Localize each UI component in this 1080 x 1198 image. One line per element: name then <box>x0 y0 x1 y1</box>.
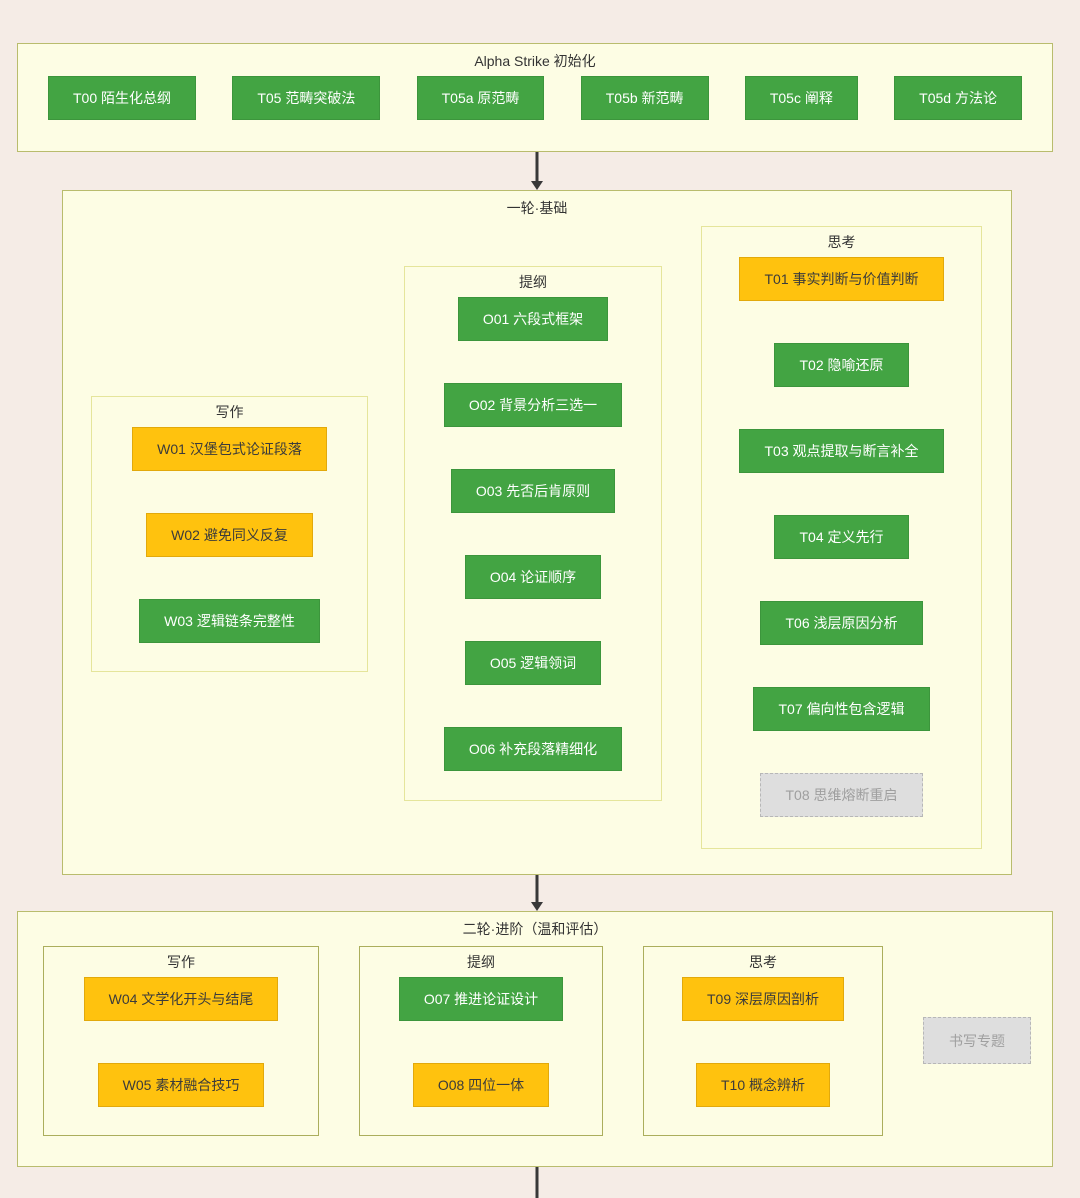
group-nodes: T01 事实判断与价值判断 T02 隐喻还原 T03 观点提取与断言补全 T04 定义… <box>739 257 944 817</box>
group-round2-writing: 写作 W04 文学化开头与结尾 W05 素材融合技巧 <box>43 946 319 1136</box>
node-o05: O05 逻辑领词 <box>464 641 602 685</box>
section-title: 一轮·基础 <box>506 200 568 216</box>
node-o02: O02 背景分析三选一 <box>443 383 623 427</box>
node-handwriting-topic: 书写专题 <box>923 1017 1031 1064</box>
node-w05: W05 素材融合技巧 <box>97 1063 265 1107</box>
group-nodes: W01 汉堡包式论证段落 W02 避免同义反复 W03 逻辑链条完整性 <box>132 427 327 643</box>
node-t05b: T05b 新范畴 <box>580 76 709 120</box>
section-round2-advanced: 二轮·进阶（温和评估） 写作 W04 文学化开头与结尾 W05 素材融合技巧 提纲… <box>17 911 1053 1167</box>
group-nodes: O01 六段式框架 O02 背景分析三选一 O03 先否后肯原则 O04 论证顺序 O0… <box>443 297 623 771</box>
section-title: Alpha Strike 初始化 <box>474 53 596 69</box>
group-round2-thinking: 思考 T09 深层原因剖析 T10 概念辨析 <box>643 946 883 1136</box>
node-o08: O08 四位一体 <box>412 1063 550 1107</box>
node-t09: T09 深层原因剖析 <box>681 977 844 1021</box>
node-t03: T03 观点提取与断言补全 <box>739 429 944 473</box>
group-round2-outline: 提纲 O07 推进论证设计 O08 四位一体 <box>359 946 603 1136</box>
node-t02: T02 隐喻还原 <box>774 343 909 387</box>
flow-edge-init-to-round1 <box>535 152 539 182</box>
section-title: 二轮·进阶（温和评估） <box>462 921 608 937</box>
group-round1-outline: 提纲 O01 六段式框架 O02 背景分析三选一 O03 先否后肯原则 O04 论证顺… <box>404 266 662 801</box>
node-t10: T10 概念辨析 <box>695 1063 830 1107</box>
group-title: 写作 <box>215 404 244 420</box>
group-nodes: T09 深层原因剖析 T10 概念辨析 <box>681 977 844 1107</box>
node-w03: W03 逻辑链条完整性 <box>139 599 320 643</box>
node-t01: T01 事实判断与价值判断 <box>739 257 944 301</box>
node-t08: T08 思维熔断重启 <box>760 773 923 817</box>
node-w04: W04 文学化开头与结尾 <box>83 977 279 1021</box>
group-title: 写作 <box>167 954 195 970</box>
node-o01: O01 六段式框架 <box>457 297 609 341</box>
node-t05c: T05c 阐释 <box>744 76 858 120</box>
node-o04: O04 论证顺序 <box>464 555 602 599</box>
group-title: 提纲 <box>467 954 495 970</box>
node-w01: W01 汉堡包式论证段落 <box>132 427 327 471</box>
group-round1-writing: 写作 W01 汉堡包式论证段落 W02 避免同义反复 W03 逻辑链条完整性 <box>91 396 368 672</box>
node-t05: T05 范畴突破法 <box>232 76 381 120</box>
group-title: 思考 <box>749 954 777 970</box>
section-round1-basics: 一轮·基础 写作 W01 汉堡包式论证段落 W02 避免同义反复 W03 逻辑链条完… <box>62 190 1012 875</box>
node-t05d: T05d 方法论 <box>894 76 1022 120</box>
node-t05a: T05a 原范畴 <box>416 76 545 120</box>
node-t00: T00 陌生化总纲 <box>48 76 197 120</box>
node-t06: T06 浅层原因分析 <box>760 601 923 645</box>
group-title: 思考 <box>827 234 856 250</box>
arrowhead-down-icon <box>531 902 543 911</box>
flow-edge-round1-to-round2 <box>535 875 539 903</box>
node-o06: O06 补充段落精细化 <box>443 727 623 771</box>
group-nodes: W04 文学化开头与结尾 W05 素材融合技巧 <box>83 977 279 1107</box>
node-o03: O03 先否后肯原则 <box>450 469 616 513</box>
node-t07: T07 偏向性包含逻辑 <box>753 687 930 731</box>
section-alpha-strike-init: Alpha Strike 初始化 T00 陌生化总纲 T05 范畴突破法 T05a … <box>17 43 1053 152</box>
node-w02: W02 避免同义反复 <box>146 513 313 557</box>
group-round1-thinking: 思考 T01 事实判断与价值判断 T02 隐喻还原 T03 观点提取与断言补全 T04… <box>701 226 982 849</box>
node-t04: T04 定义先行 <box>774 515 909 559</box>
group-title: 提纲 <box>519 274 547 290</box>
arrowhead-down-icon <box>531 181 543 190</box>
flow-edge-round2-continuation <box>535 1167 539 1198</box>
init-node-row: T00 陌生化总纲 T05 范畴突破法 T05a 原范畴 T05b 新范畴 T05c 阐… <box>48 76 1022 120</box>
node-o07: O07 推进论证设计 <box>398 977 564 1021</box>
group-nodes: O07 推进论证设计 O08 四位一体 <box>398 977 564 1107</box>
